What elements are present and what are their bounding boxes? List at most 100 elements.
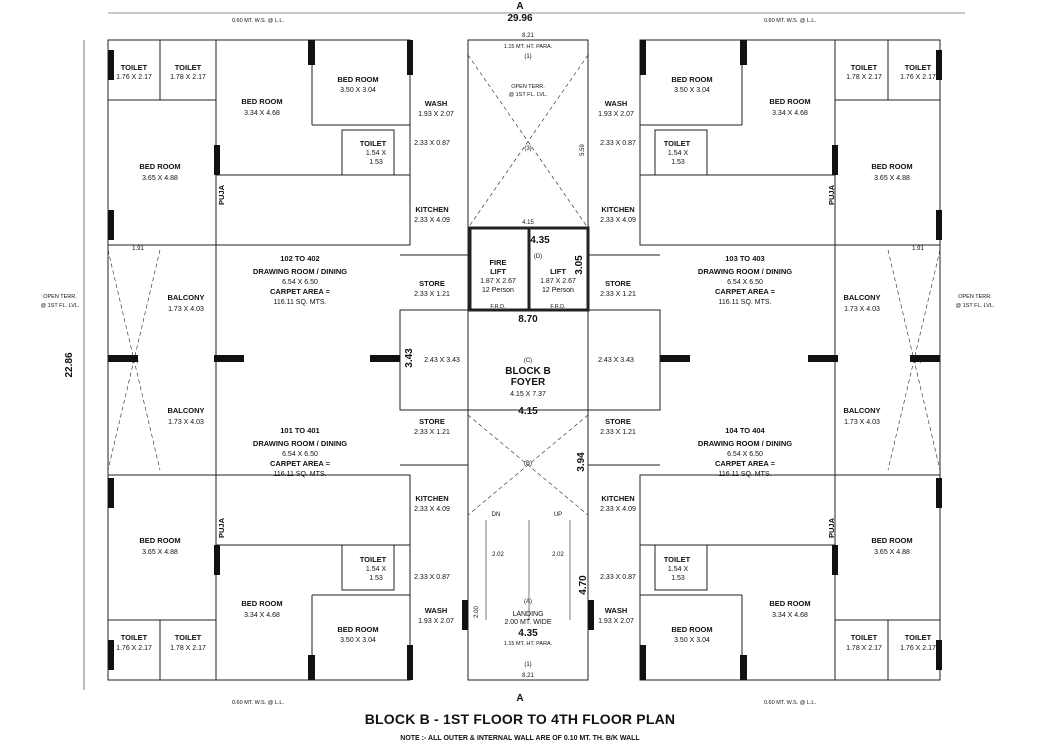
dim-202-left: 2.02 [492, 552, 504, 558]
toilet-label: TOILET [360, 139, 387, 148]
kitchen-size: 2.33 X 4.09 [414, 506, 450, 513]
toilet-label: TOILET [121, 633, 148, 642]
carpet-value: 116.11 SQ. MTS. [273, 471, 326, 478]
bedroom-size: 3.50 X 3.04 [674, 87, 710, 94]
toilet-size: 1.53 [671, 159, 685, 166]
dim-821-top: 8.21 [522, 33, 534, 39]
lift-label: LIFT [550, 267, 566, 276]
puja-label: PUJA [217, 184, 226, 205]
bedroom-size: 3.50 X 3.04 [340, 637, 376, 644]
bedroom-label: BED ROOM [769, 97, 810, 106]
bedroom-label: BED ROOM [241, 599, 282, 608]
toilet-label: TOILET [664, 555, 691, 564]
dim-394: 3.94 [576, 452, 587, 472]
bedroom-size: 3.34 X 4.68 [244, 612, 280, 619]
open-terr-left: OPEN TERR. [43, 294, 77, 300]
para-top: 1.15 MT. HT. PARA. [504, 44, 553, 50]
puja-label: PUJA [827, 184, 836, 205]
drawing-size: 6.54 X 6.50 [727, 279, 763, 286]
passage-size: 2.33 X 0.87 [414, 574, 450, 581]
kitchen-label: KITCHEN [415, 205, 448, 214]
overall-width: 29.96 [507, 13, 532, 24]
wash-size: 1.93 X 2.07 [598, 111, 634, 118]
drawing-label: DRAWING ROOM / DINING [698, 267, 792, 276]
toilet-size: 1.76 X 2.17 [900, 74, 936, 81]
bedroom-size: 3.65 X 4.88 [874, 175, 910, 182]
store-label: STORE [605, 279, 631, 288]
bedroom-size: 3.34 X 4.68 [244, 110, 280, 117]
open-terr-left-lvl: @ 1ST FL. LVL. [40, 303, 79, 309]
flat-number: 101 TO 401 [280, 426, 319, 435]
stair-up: UP [554, 512, 562, 518]
flat-number: 103 TO 403 [725, 254, 764, 263]
store-size: 2.33 X 1.21 [600, 291, 636, 298]
ws-bottom-right: 0.60 MT. W.S. @ L.L. [764, 700, 817, 706]
carpet-label: CARPET AREA = [715, 459, 776, 468]
dim-559: 5.59 [580, 144, 586, 156]
bedroom-label: BED ROOM [671, 75, 712, 84]
dim-470: 4.70 [578, 575, 589, 595]
kitchen-size: 2.33 X 4.09 [414, 217, 450, 224]
section-mark-bottom: A [516, 693, 523, 704]
toilet-size: 1.54 X [366, 150, 387, 157]
toilet-label: TOILET [175, 633, 202, 642]
dim-821-bottom: 8.21 [522, 673, 534, 679]
dim-415-mid: 4.15 [518, 406, 538, 417]
mark-a: (A) [524, 599, 532, 605]
dim-435-top: 4.35 [530, 235, 550, 246]
store-label: STORE [605, 417, 631, 426]
toilet-size: 1.54 X [668, 150, 689, 157]
wash-size: 1.93 X 2.07 [418, 618, 454, 625]
mark-2-left: (2) [131, 358, 138, 364]
drawing-label: DRAWING ROOM / DINING [698, 439, 792, 448]
toilet-label: TOILET [905, 633, 932, 642]
landing-width: 2.00 MT. WIDE [504, 619, 551, 626]
wall-columns [108, 40, 942, 680]
toilet-size: 1.78 X 2.17 [846, 645, 882, 652]
carpet-value: 116.11 SQ. MTS. [273, 299, 326, 306]
bedroom-size: 3.65 X 4.88 [142, 549, 178, 556]
toilet-label: TOILET [360, 555, 387, 564]
dim-191-right: 1.91 [912, 246, 924, 252]
ws-bottom-left: 0.60 MT. W.S. @ L.L. [232, 700, 285, 706]
foyer-label: BLOCK B [505, 366, 551, 377]
para-bottom: 1.15 MT. HT. PARA. [504, 641, 553, 647]
open-terr-right: OPEN TERR. [958, 294, 992, 300]
kitchen-label: KITCHEN [601, 494, 634, 503]
drawing-size: 6.54 X 6.50 [282, 279, 318, 286]
store-size: 2.33 X 1.21 [414, 291, 450, 298]
plan-walls [83, 12, 965, 690]
bedroom-size: 3.50 X 3.04 [340, 87, 376, 94]
dim-200: 2.00 [474, 606, 480, 618]
fire-lift-label: FIRE [489, 258, 506, 267]
flat-bottom-left: TOILET 1.76 X 2.17 TOILET 1.78 X 2.17 BE… [116, 406, 454, 652]
wash-label: WASH [605, 606, 628, 615]
foyer-mark: (C) [524, 358, 532, 364]
open-terr-core: OPEN TERR. [511, 84, 545, 90]
bedroom-size: 3.34 X 4.68 [772, 612, 808, 619]
frd-label: F.R.D. [490, 304, 506, 310]
drawing-label: DRAWING ROOM / DINING [253, 439, 347, 448]
dim-191-left: 1.91 [132, 246, 144, 252]
balcony-label: BALCONY [843, 293, 880, 302]
frd-label: F.R.D. [550, 304, 566, 310]
puja-label: PUJA [827, 517, 836, 538]
landing-label: LANDING [512, 611, 543, 618]
carpet-label: CARPET AREA = [270, 459, 331, 468]
ws-top-left: 0.60 MT. W.S. @ L.L. [232, 18, 285, 24]
puja-label: PUJA [217, 517, 226, 538]
flat-top-left: TOILET 1.76 X 2.17 TOILET 1.78 X 2.17 BE… [116, 63, 454, 313]
lobby-size-left: 2.43 X 3.43 [424, 357, 460, 364]
drawing-title: BLOCK B - 1ST FLOOR TO 4TH FLOOR PLAN [364, 711, 676, 727]
foyer-label2: FOYER [511, 377, 546, 388]
passage-size: 2.33 X 0.87 [600, 574, 636, 581]
toilet-label: TOILET [851, 63, 878, 72]
wash-size: 1.93 X 2.07 [418, 111, 454, 118]
overall-height: 22.86 [64, 352, 75, 377]
bedroom-label: BED ROOM [241, 97, 282, 106]
stair-dn: DN [492, 512, 501, 518]
bedroom-label: BED ROOM [871, 536, 912, 545]
balcony-size: 1.73 X 4.03 [168, 419, 204, 426]
carpet-value: 116.11 SQ. MTS. [718, 471, 771, 478]
